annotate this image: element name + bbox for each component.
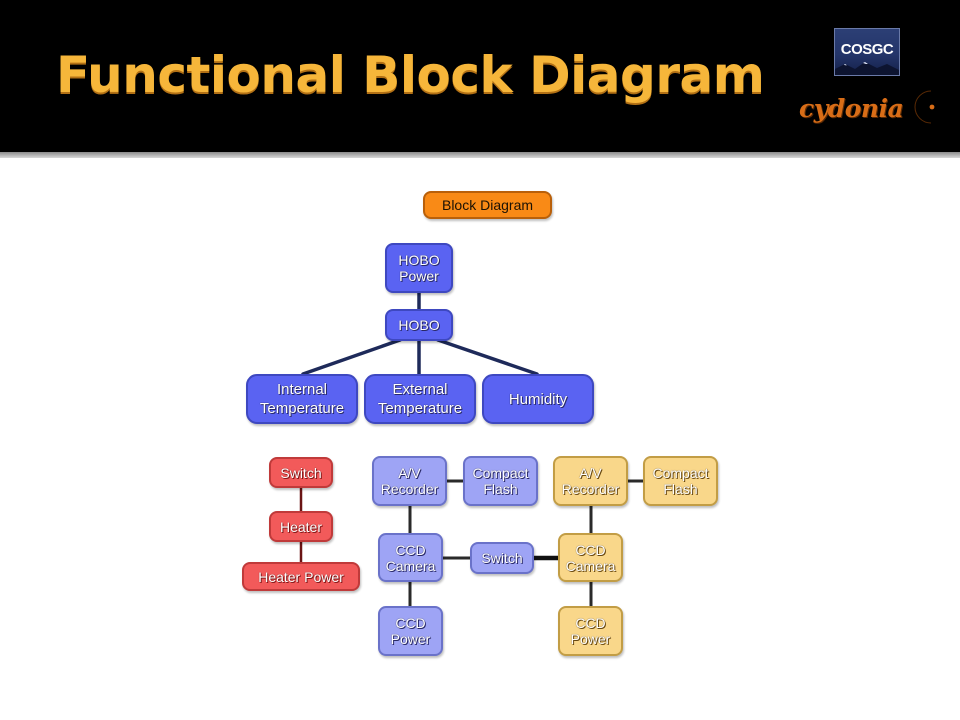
cydonia-logo-text: cydonia [799,94,904,123]
mountain-icon [835,62,899,75]
crescent-icon [914,90,935,124]
compact-flash-b-label: Compact Flash [652,465,709,497]
humidity-label: Humidity [508,390,568,408]
ccd-power-b-label: CCD Power [570,615,611,647]
heater-switch-label: Switch [280,464,322,481]
compact-flash-a-label: Compact Flash [472,465,529,497]
internal-temperature-label: Internal Temperature [259,381,345,417]
heater-switch-block: Switch [269,457,333,488]
legend-block-diagram: Block Diagram [423,191,552,219]
hobo-label: HOBO [398,317,440,333]
ccd-camera-b-block: CCD Camera [558,533,623,582]
av-recorder-b-block: A/V Recorder [553,456,628,506]
heater-label: Heater [279,518,323,535]
internal-temperature-block: Internal Temperature [246,374,358,424]
ccd-power-a-block: CCD Power [378,606,443,656]
compact-flash-b-block: Compact Flash [643,456,718,506]
heater-block: Heater [269,511,333,542]
slide-title: Functional Block Diagram [56,46,765,104]
ccd-camera-b-label: CCD Camera [565,541,616,574]
connector-hobo-humidity [436,338,539,376]
camera-switch-block: Switch [470,542,534,574]
camera-switch-label: Switch [481,550,523,566]
title-divider [0,152,960,158]
title-bar: Functional Block Diagram COSGC cydonia [0,0,960,152]
av-recorder-b-label: A/V Recorder [561,465,620,497]
ccd-power-a-label: CCD Power [390,615,431,647]
external-temperature-block: External Temperature [364,374,476,424]
av-recorder-a-label: A/V Recorder [380,465,439,497]
hobo-power-label: HOBO Power [398,252,440,284]
compact-flash-a-block: Compact Flash [463,456,538,506]
hobo-block: HOBO [385,309,453,341]
humidity-block: Humidity [482,374,594,424]
ccd-power-b-block: CCD Power [558,606,623,656]
heater-power-block: Heater Power [242,562,360,591]
cydonia-logo: cydonia [795,86,945,128]
av-recorder-a-block: A/V Recorder [372,456,447,506]
legend-label: Block Diagram [441,197,534,213]
ccd-camera-a-block: CCD Camera [378,533,443,582]
cosgc-logo: COSGC [834,28,900,76]
heater-power-label: Heater Power [258,568,344,585]
ccd-camera-a-label: CCD Camera [385,541,436,574]
connector-hobo-internal [301,338,402,376]
cosgc-logo-text: COSGC [840,41,894,58]
external-temperature-label: External Temperature [377,381,463,417]
hobo-power-block: HOBO Power [385,243,453,293]
